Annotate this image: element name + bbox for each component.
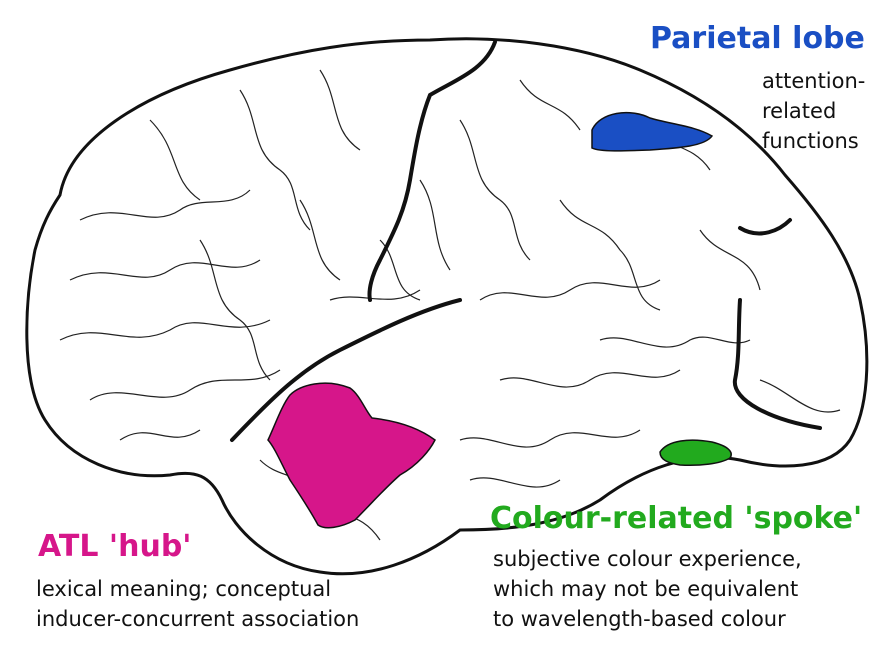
description-line: functions [762, 129, 859, 153]
parietal-region [591, 111, 714, 152]
description-line: related [762, 99, 837, 123]
spoke-region [659, 439, 732, 466]
description-line: to wavelength-based colour [493, 607, 786, 631]
atl-hub-description: lexical meaning; conceptual inducer-conc… [36, 574, 456, 634]
description-line: lexical meaning; conceptual [36, 577, 332, 601]
brain-outline [25, 37, 869, 576]
atl-hub-title: ATL 'hub' [38, 529, 192, 564]
description-line: which may not be equivalent [493, 577, 799, 601]
gyri-lines [59, 69, 841, 541]
description-line: attention- [762, 69, 866, 93]
hub-region [267, 382, 436, 529]
description-line: subjective colour experience, [493, 547, 802, 571]
major-sulci [230, 40, 822, 442]
parietal-lobe-title: Parietal lobe [650, 21, 865, 56]
colour-spoke-title: Colour-related 'spoke' [490, 501, 863, 536]
parietal-lobe-description: attention- related functions [762, 66, 892, 156]
description-line: inducer-concurrent association [36, 607, 360, 631]
colour-spoke-description: subjective colour experience, which may … [493, 544, 892, 634]
